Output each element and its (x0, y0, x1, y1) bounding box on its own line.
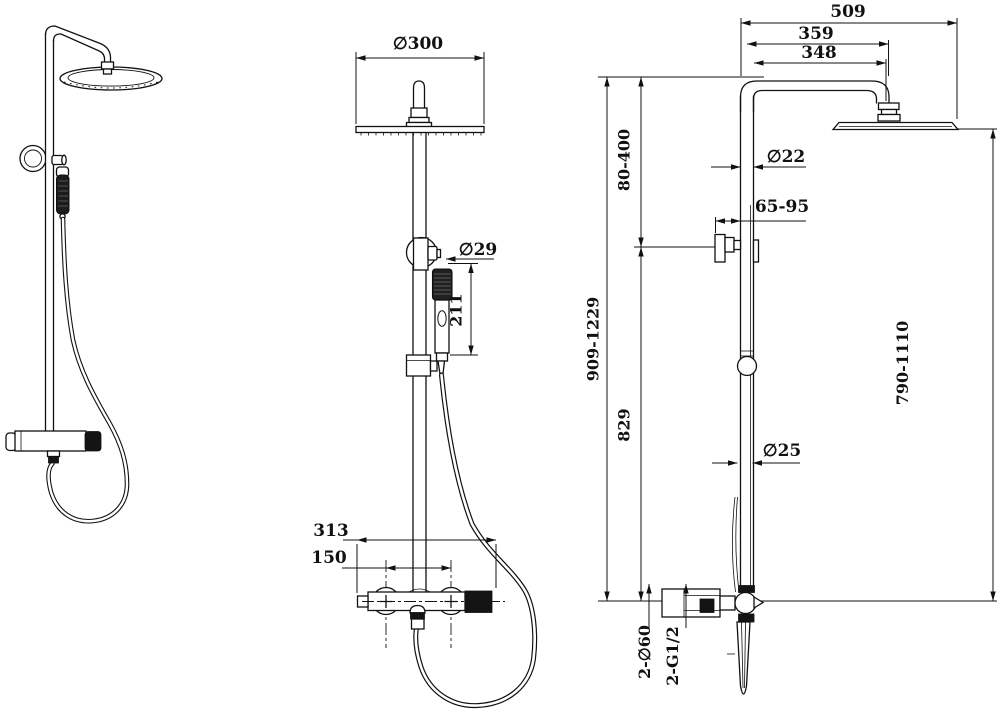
perspective-shower-hose (46, 216, 130, 524)
front-hand-shower-holder (405, 354, 438, 377)
perspective-wall-bracket (19, 144, 47, 173)
dim-inlet-spacing: 150 (311, 548, 347, 568)
view-front: ∅300 ∅29 211 313 150 (311, 34, 538, 709)
dim-thread-spec: 2-G1/2 (663, 626, 682, 686)
side-shower-arm (739, 80, 901, 122)
front-hand-shower (431, 268, 453, 375)
front-slider-bracket (405, 236, 442, 271)
front-dimensions: ∅300 ∅29 211 313 150 (311, 34, 497, 593)
dim-lower-riser-diameter: ∅25 (763, 441, 801, 461)
dim-handshower-length: 211 (447, 293, 466, 326)
perspective-rain-head (59, 66, 163, 91)
dim-total-height: 909-1229 (584, 297, 603, 382)
front-valve-outlet (409, 604, 426, 630)
dim-arm-center-depth: 359 (798, 24, 834, 44)
side-rain-head (831, 121, 960, 131)
view-perspective (5, 25, 163, 524)
dim-overall-depth: 509 (830, 2, 866, 22)
dim-valve-width: 313 (313, 521, 349, 541)
side-dimensions: 509 359 348 909-1229 80-400 829 ∅22 65-9… (584, 2, 997, 686)
view-side: 509 359 348 909-1229 80-400 829 ∅22 65-9… (584, 2, 997, 695)
side-wall-bracket (714, 233, 760, 263)
front-valve (356, 560, 505, 648)
side-valve (661, 585, 765, 623)
dim-flange-spec: 2-∅60 (635, 625, 654, 679)
dim-head-diameter: ∅300 (393, 34, 443, 54)
front-rain-head (355, 125, 485, 136)
perspective-shower-arm (44, 25, 115, 75)
dim-arm-reach: 348 (801, 43, 837, 63)
dim-handshower-diameter: ∅29 (459, 240, 497, 260)
perspective-valve-body (5, 430, 102, 464)
perspective-hand-shower (55, 166, 70, 220)
dim-column-height: 829 (615, 408, 634, 441)
front-head-connector (405, 80, 433, 128)
side-hand-shower (727, 621, 751, 695)
front-valve-handle-marks (379, 594, 458, 609)
front-shower-hose (413, 372, 538, 709)
side-riser-pipe (731, 95, 758, 593)
perspective-diverter-handle (51, 154, 67, 166)
dim-wall-clearance: 65-95 (755, 197, 809, 217)
dim-bracket-range: 80-400 (615, 129, 634, 191)
dim-riser-diameter: ∅22 (767, 147, 805, 167)
dim-head-height: 790-1110 (893, 321, 912, 406)
perspective-riser-pipe (44, 33, 55, 432)
